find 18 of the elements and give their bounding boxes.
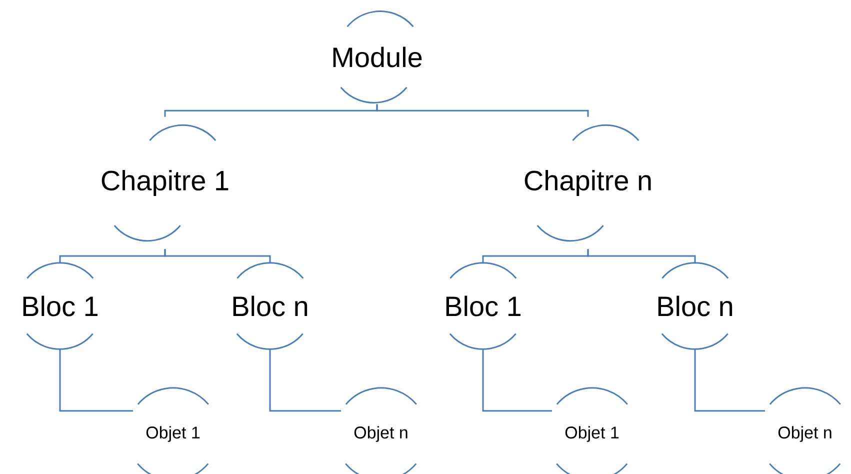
connector-line: [482, 349, 552, 412]
circle-node: Bloc 1: [23, 262, 98, 350]
connector-line: [269, 349, 341, 412]
circle-node: Bloc 1: [446, 262, 521, 350]
connector-line: [587, 249, 696, 263]
circle-node: Chapitre n: [524, 124, 651, 242]
circle-node: Bloc n: [233, 262, 308, 350]
circle-node: Chapitre 1: [102, 124, 228, 242]
connector-line: [59, 349, 133, 412]
circle-node: Bloc n: [658, 262, 732, 350]
circle-node: Module: [333, 10, 422, 104]
circle-node: Objet n: [769, 387, 841, 474]
circle-node: Objet 1: [137, 387, 209, 474]
circle-node: Objet 1: [556, 387, 628, 474]
connector-line: [376, 104, 589, 117]
circle-node: Objet n: [345, 387, 417, 474]
connector-line: [164, 249, 271, 263]
connector-line: [694, 349, 765, 412]
